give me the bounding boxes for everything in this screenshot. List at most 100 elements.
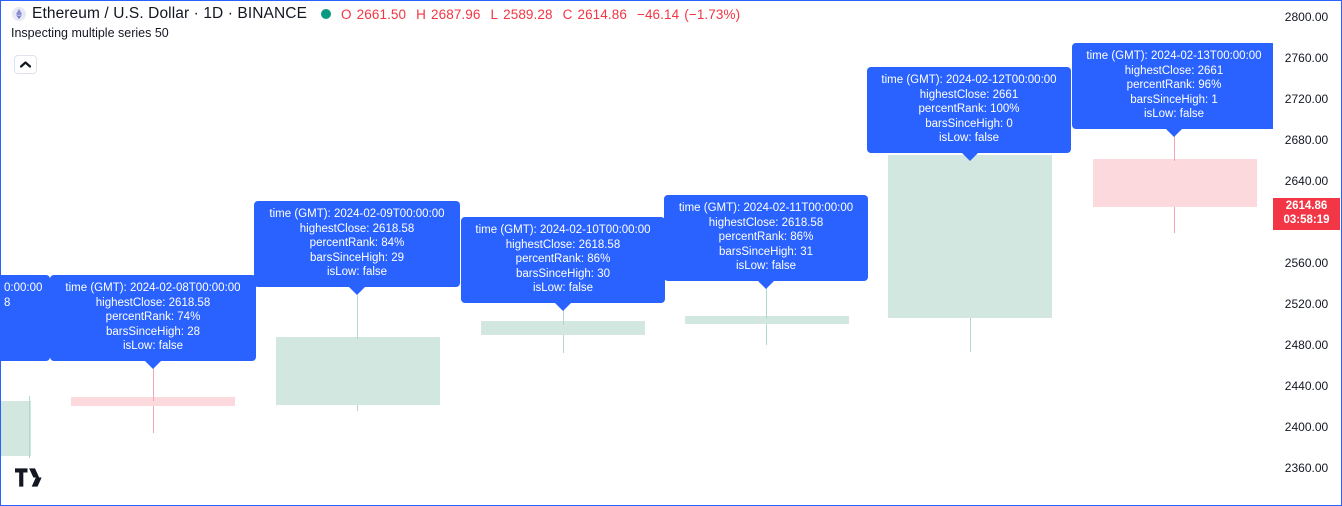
tooltip-arrow bbox=[1166, 128, 1182, 137]
symbol-title[interactable]: Ethereum / U.S. Dollar · 1D · BINANCE bbox=[32, 5, 308, 22]
current-price-value: 2614.86 bbox=[1285, 200, 1328, 212]
tooltip-value-time: 2024-02-13T00:00:00 bbox=[1150, 50, 1262, 62]
tooltip-key-highest-close: highestClose: bbox=[299, 222, 370, 235]
tooltip-key-bars-since-high: barsSinceHigh: bbox=[106, 325, 184, 338]
tooltip-value-highest-close: 2618.58 bbox=[372, 222, 415, 235]
tooltip-line-spacer-a bbox=[4, 310, 45, 325]
tooltip-key-highest-close: highestClose: bbox=[708, 216, 779, 229]
current-price-label[interactable]: 2614.86 03:58:19 bbox=[1273, 198, 1340, 230]
tooltip-line-percent-rank: percentRank: 86% bbox=[673, 230, 859, 245]
tooltip-2024-02-09[interactable]: time (GMT): 2024-02-09T00:00:00 highestC… bbox=[254, 201, 460, 295]
tooltip-value-bars-since-high: 28 bbox=[187, 325, 200, 338]
tooltip-key-time: time (GMT): bbox=[1086, 50, 1148, 62]
ohlc-low-label: L bbox=[490, 6, 499, 22]
tooltip-line-percent-rank: percentRank: 74% bbox=[59, 310, 247, 325]
tooltip-value-is-low: false bbox=[568, 282, 594, 295]
tooltip-value-is-low: false bbox=[1179, 108, 1205, 121]
tooltip-value-bars-since-high: 30 bbox=[597, 267, 610, 280]
tooltip-key-is-low: isLow: bbox=[938, 132, 972, 145]
tooltip-value-is-low: false bbox=[974, 132, 1000, 145]
tradingview-logo[interactable] bbox=[15, 468, 45, 487]
tooltip-value-is-low: false bbox=[771, 260, 797, 273]
tooltip-key-percent-rank: percentRank: bbox=[918, 103, 987, 116]
tooltip-key-bars-since-high: barsSinceHigh: bbox=[719, 245, 797, 258]
tooltip-value-is-low: false bbox=[158, 340, 184, 353]
tooltip-value-time: 2024-02-12T00:00:00 bbox=[945, 74, 1057, 86]
tooltip-line-is-low: isLow: false bbox=[470, 281, 656, 296]
tooltip-key-bars-since-high: barsSinceHigh: bbox=[1130, 93, 1209, 106]
price-tick: 2400.00 bbox=[1284, 420, 1329, 434]
tooltip-key-bars-since-high: barsSinceHigh: bbox=[516, 267, 594, 280]
tooltip-key-time: time (GMT): bbox=[475, 224, 537, 236]
tooltip-line-spacer-b bbox=[4, 325, 45, 340]
price-tick: 2800.00 bbox=[1284, 10, 1329, 24]
tooltip-value-highest-close: 2618.58 bbox=[781, 216, 824, 229]
tooltip-key-highest-close: highestClose: bbox=[919, 88, 990, 101]
tooltip-2024-02-07[interactable]: 0:00:00 8 bbox=[1, 275, 50, 361]
tooltip-key-time: time (GMT): bbox=[269, 208, 331, 220]
tooltip-2024-02-08[interactable]: time (GMT): 2024-02-08T00:00:00 highestC… bbox=[50, 275, 256, 369]
tooltip-value-time: 2024-02-11T00:00:00 bbox=[743, 202, 854, 214]
tooltip-2024-02-13[interactable]: time (GMT): 2024-02-13T00:00:00 highestC… bbox=[1072, 43, 1273, 137]
tooltip-value-time: 2024-02-10T00:00:00 bbox=[539, 224, 651, 236]
tooltip-value-highest-close: 2618.58 bbox=[578, 238, 621, 251]
tooltip-connector bbox=[153, 357, 154, 401]
tooltip-line-is-low: isLow: false bbox=[876, 131, 1062, 146]
price-tick: 2560.00 bbox=[1284, 256, 1329, 270]
tooltip-line-highest-close: highestClose: 2661 bbox=[1081, 64, 1267, 79]
tooltip-key-percent-rank: percentRank: bbox=[105, 311, 175, 324]
tooltip-key-percent-rank: percentRank: bbox=[1126, 79, 1196, 92]
ethereum-icon bbox=[11, 7, 26, 22]
tooltip-2024-02-12[interactable]: time (GMT): 2024-02-12T00:00:00 highestC… bbox=[867, 67, 1071, 161]
tooltip-key-highest-close: highestClose: bbox=[95, 296, 166, 309]
tooltip-value-is-low: false bbox=[362, 266, 388, 279]
tooltip-line-time: time (GMT): 2024-02-12T00:00:00 bbox=[876, 73, 1062, 88]
tooltip-key-is-low: isLow: bbox=[122, 340, 156, 353]
price-axis[interactable]: 2800.00 2760.00 2720.00 2680.00 2640.00 … bbox=[1272, 1, 1341, 505]
tooltip-key-is-low: isLow: bbox=[1143, 108, 1177, 121]
tooltip-value-percent-rank: 86% bbox=[587, 253, 611, 266]
candle-body bbox=[888, 155, 1052, 318]
ohlc-high-label: H bbox=[416, 6, 426, 22]
tooltip-connector bbox=[1174, 127, 1175, 161]
tooltip-key-time: time (GMT): bbox=[881, 74, 943, 86]
chevron-up-icon bbox=[20, 61, 31, 68]
tooltip-line-bars-since-high: barsSinceHigh: 30 bbox=[470, 267, 656, 282]
tooltip-value-time: 2024-02-08T00:00:00 bbox=[129, 282, 241, 294]
tooltip-line-time: time (GMT): 2024-02-08T00:00:00 bbox=[59, 281, 247, 296]
tooltip-arrow bbox=[758, 280, 774, 289]
ohlc-close-value: 2614.86 bbox=[577, 6, 627, 22]
price-tick: 2440.00 bbox=[1284, 379, 1329, 393]
tooltip-line-time: 0:00:00 bbox=[4, 282, 43, 294]
tooltip-arrow bbox=[555, 302, 571, 311]
tooltip-2024-02-11[interactable]: time (GMT): 2024-02-11T00:00:00 highestC… bbox=[664, 195, 868, 289]
tooltip-value-time: 2024-02-09T00:00:00 bbox=[333, 208, 445, 220]
tooltip-line-time: time (GMT): 2024-02-10T00:00:00 bbox=[470, 223, 656, 238]
tooltip-line-time: time (GMT): 2024-02-13T00:00:00 bbox=[1081, 49, 1267, 64]
tooltip-value-highest-close: 2661 bbox=[1197, 64, 1224, 77]
study-legend-row[interactable]: Inspecting multiple series 50 bbox=[11, 26, 169, 40]
tooltip-value-highest-close: 2661 bbox=[992, 88, 1019, 101]
tooltip-line-bars-since-high: barsSinceHigh: 0 bbox=[876, 117, 1062, 132]
price-tick: 2640.00 bbox=[1284, 174, 1329, 188]
tooltip-2024-02-10[interactable]: time (GMT): 2024-02-10T00:00:00 highestC… bbox=[461, 217, 665, 311]
candle-body bbox=[481, 321, 645, 335]
tooltip-connector bbox=[563, 297, 564, 325]
tooltip-line-percent-rank: percentRank: 96% bbox=[1081, 78, 1267, 93]
tooltip-key-bars-since-high: barsSinceHigh: bbox=[310, 251, 388, 264]
tooltip-line-highest-close: highestClose: 2618.58 bbox=[470, 238, 656, 253]
price-tick: 2680.00 bbox=[1284, 133, 1329, 147]
tooltip-line-percent-rank: percentRank: 84% bbox=[263, 236, 451, 251]
tooltip-value-bars-since-high: 1 bbox=[1211, 93, 1218, 106]
tooltip-value-bars-since-high: 31 bbox=[800, 245, 813, 258]
tooltip-line-highest-close: highestClose: 2618.58 bbox=[263, 222, 451, 237]
tooltip-value-highest-close: 2618.58 bbox=[168, 296, 211, 309]
tooltip-key-percent-rank: percentRank: bbox=[718, 231, 788, 244]
chart-pane[interactable]: 0:00:00 8 time (GMT): 2024-02-08T00:00:0… bbox=[1, 1, 1273, 505]
collapse-legend-button[interactable] bbox=[14, 55, 37, 74]
tooltip-value-percent-rank: 86% bbox=[790, 231, 814, 244]
